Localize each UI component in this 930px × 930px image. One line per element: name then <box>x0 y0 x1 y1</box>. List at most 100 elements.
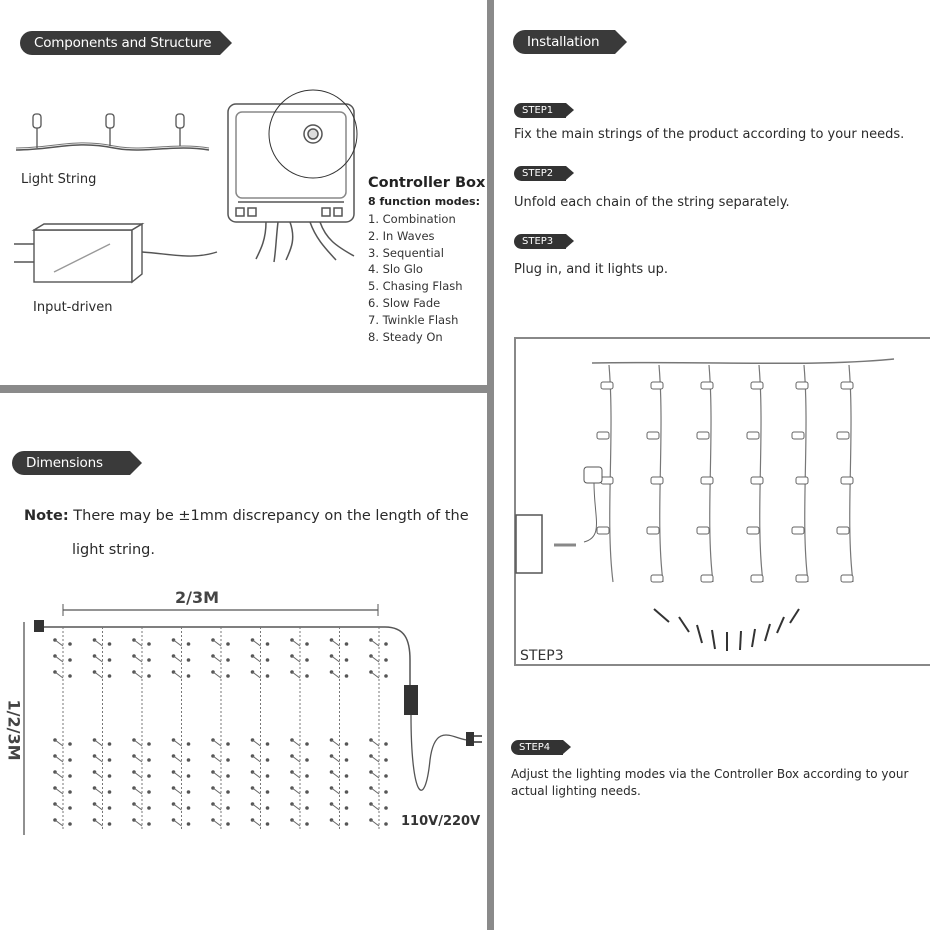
mode-item: 7. Twinkle Flash <box>368 312 459 327</box>
led-branch <box>291 787 301 795</box>
led-branch <box>133 671 143 679</box>
led-branch <box>291 755 301 763</box>
led-branch <box>133 655 143 663</box>
led-dot <box>147 658 151 662</box>
led-branch <box>252 655 261 663</box>
curtain-light-illustration <box>515 358 895 651</box>
led-bulb <box>646 526 660 535</box>
led-branch <box>133 739 143 747</box>
led-dot <box>107 806 112 810</box>
led-branch <box>94 771 103 779</box>
led-branch <box>133 755 143 763</box>
led-branch <box>252 819 261 827</box>
led-dot <box>68 758 72 762</box>
led-bulb <box>600 381 614 390</box>
voltage-label: 110V/220V <box>401 814 481 829</box>
controller-box-illustration <box>227 89 358 263</box>
led-branch <box>133 803 143 811</box>
led-dot <box>384 658 388 662</box>
step4-line1: Adjust the lighting modes via the Contro… <box>511 767 909 781</box>
led-bulb <box>836 431 850 440</box>
led-dot <box>305 658 309 662</box>
modes-title: 8 function modes: <box>368 195 480 208</box>
led-dot <box>384 822 388 826</box>
light-ray <box>678 616 690 633</box>
led-branch <box>252 755 261 763</box>
led-dot <box>226 774 230 778</box>
led-bulb <box>650 381 664 390</box>
led-bulb <box>750 381 764 390</box>
led-dot <box>265 790 270 794</box>
led-dot <box>384 742 388 746</box>
led-bulb <box>836 526 850 535</box>
string-wire <box>803 364 809 583</box>
led-branch <box>94 787 103 795</box>
power-adapter-illustration <box>14 222 218 284</box>
led-branch <box>212 771 222 779</box>
led-bulb <box>795 574 809 583</box>
led-dot <box>186 642 191 646</box>
string-wire <box>658 364 664 583</box>
led-branch <box>54 787 64 795</box>
string-wire <box>608 364 614 583</box>
led-branch <box>212 639 222 647</box>
led-dot <box>147 674 151 678</box>
led-dot <box>186 790 191 794</box>
plug-wire <box>410 714 469 791</box>
led-branch <box>173 819 182 827</box>
width-label: 2/3M <box>175 588 220 607</box>
led-branch <box>370 771 380 779</box>
led-dot <box>68 790 72 794</box>
led-dot <box>265 674 270 678</box>
led-branch <box>133 819 143 827</box>
plug <box>466 732 474 746</box>
step3-figure-label: STEP3 <box>520 648 564 664</box>
step4-line2: actual lighting needs. <box>511 784 641 798</box>
led-dot <box>344 806 349 810</box>
led-dot <box>344 674 349 678</box>
led-bulb <box>840 476 854 485</box>
led-branch <box>133 771 143 779</box>
led-dot <box>107 774 112 778</box>
light-ray <box>653 608 670 623</box>
led-bulb <box>650 476 664 485</box>
led-branch <box>291 655 301 663</box>
led-branch <box>212 787 222 795</box>
light-ray <box>711 629 716 650</box>
led-branch <box>252 639 261 647</box>
led-dot <box>265 774 270 778</box>
led-dot <box>226 642 230 646</box>
led-branch <box>54 639 64 647</box>
led-dot <box>305 742 309 746</box>
led-branch <box>291 803 301 811</box>
led-branch <box>173 639 182 647</box>
led-dot <box>147 790 151 794</box>
led-branch <box>370 671 380 679</box>
led-branch <box>133 639 143 647</box>
led-branch <box>370 655 380 663</box>
led-branch <box>291 771 301 779</box>
step1-text: Fix the main strings of the product acco… <box>514 127 905 142</box>
mode-item: 2. In Waves <box>368 228 435 243</box>
led-dot <box>147 742 151 746</box>
led-branch <box>173 803 182 811</box>
led-bulb <box>596 431 610 440</box>
led-branch <box>212 803 222 811</box>
led-branch <box>54 655 64 663</box>
led-bulb <box>600 476 614 485</box>
led-dot <box>68 642 72 646</box>
led-branch <box>94 671 103 679</box>
led-bulb <box>596 526 610 535</box>
led-dot <box>68 822 72 826</box>
led-bulb <box>750 476 764 485</box>
wall-outlet <box>515 514 543 574</box>
dimensions-heading: Dimensions <box>12 451 142 475</box>
led-dot <box>68 658 72 662</box>
main-wire <box>591 358 895 365</box>
led-branch <box>370 787 380 795</box>
led-dot <box>107 790 112 794</box>
led-dot <box>344 742 349 746</box>
led-dot <box>344 790 349 794</box>
led-dot <box>305 642 309 646</box>
led-dot <box>305 822 309 826</box>
